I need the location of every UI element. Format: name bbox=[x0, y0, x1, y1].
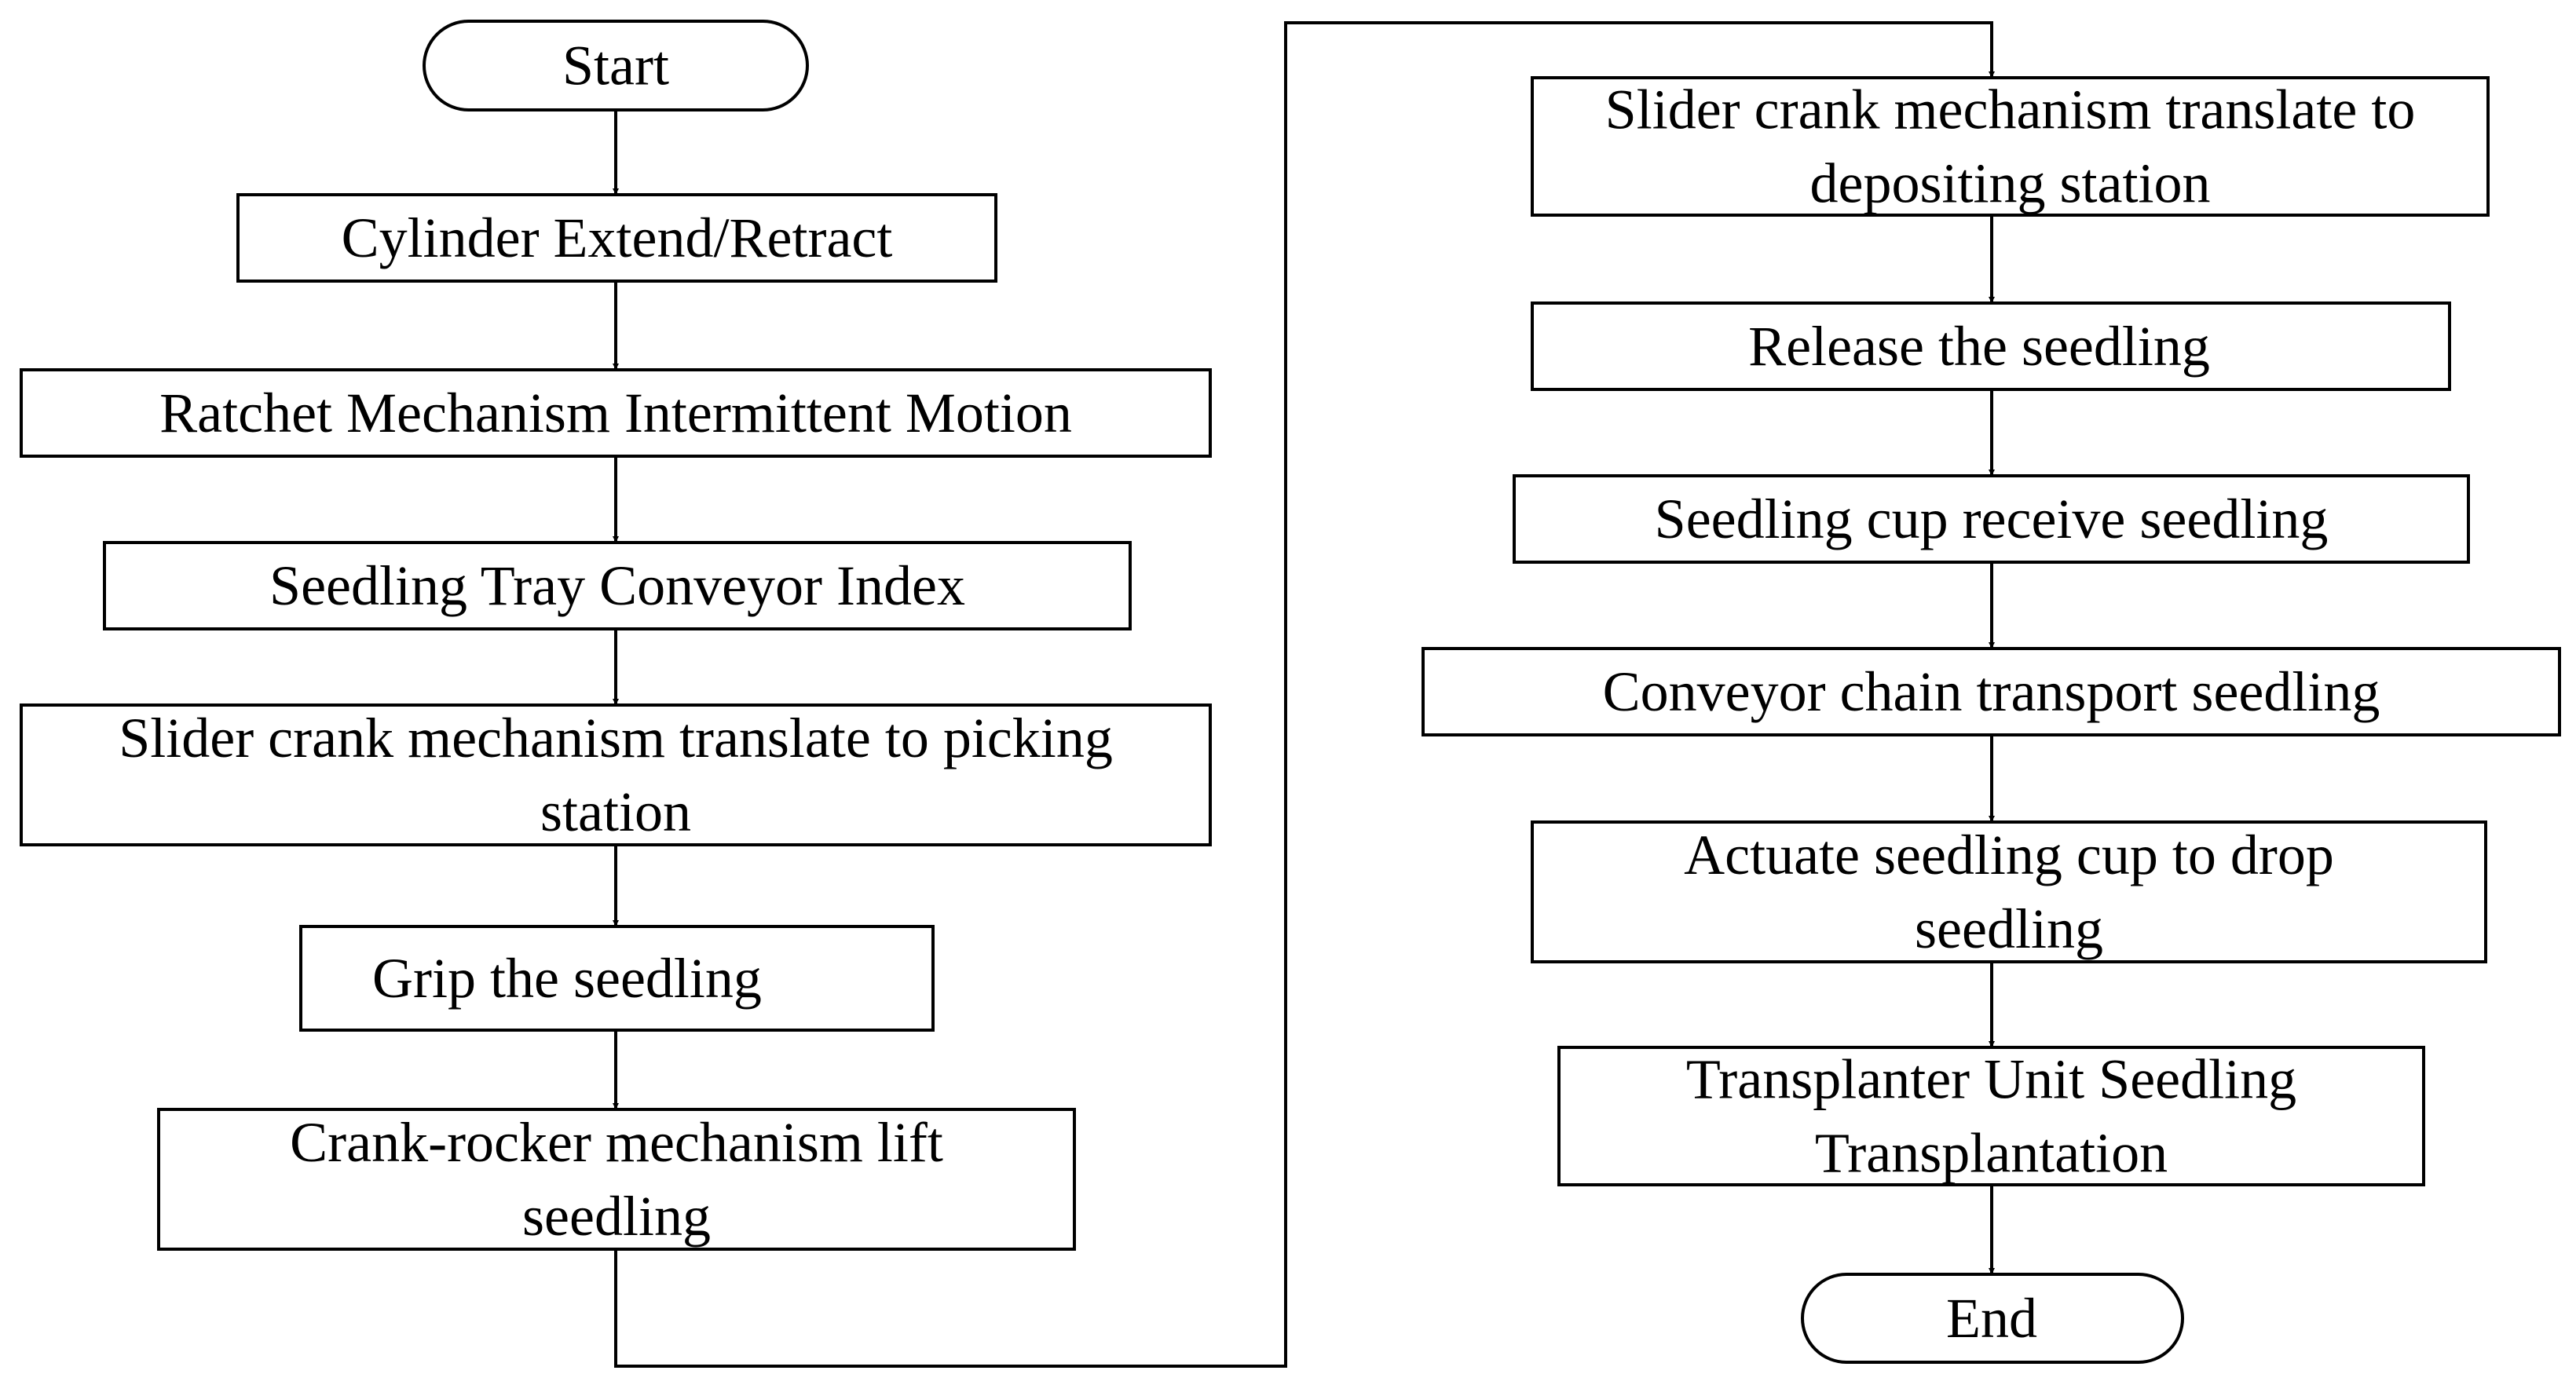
process-box-7 bbox=[1531, 76, 2490, 217]
process-step-4-label-line-1: Slider crank mechanism translate to pick… bbox=[119, 707, 1113, 769]
end-terminal-shape bbox=[1801, 1273, 2184, 1364]
elbow-connector bbox=[614, 21, 1995, 1368]
process-step-10: Conveyor chain transport seedling bbox=[1422, 647, 2561, 736]
process-step-2-label-line-1: Ratchet Mechanism Intermittent Motion bbox=[159, 382, 1072, 444]
process-step-11-label-line-1: Actuate seedling cup to drop bbox=[1684, 824, 2334, 886]
process-step-10-label-line-1: Conveyor chain transport seedling bbox=[1603, 660, 2380, 723]
process-step-3-label-line-1: Seedling Tray Conveyor Index bbox=[269, 554, 965, 617]
process-step-12-label-line-2: Transplantation bbox=[1815, 1122, 2168, 1185]
process-step-3: Seedling Tray Conveyor Index bbox=[103, 541, 1132, 630]
end-terminal: End bbox=[1801, 1273, 2184, 1364]
process-box-10 bbox=[1422, 647, 2561, 736]
process-step-1-label-line-1: Cylinder Extend/Retract bbox=[342, 206, 893, 269]
process-step-9: Seedling cup receive seedling bbox=[1513, 474, 2470, 564]
process-step-11-label-line-2: seedling bbox=[1915, 897, 2103, 960]
process-step-5: Grip the seedling bbox=[299, 925, 935, 1032]
start-terminal: Start bbox=[423, 20, 809, 111]
process-box-9 bbox=[1513, 474, 2470, 564]
start-label: Start bbox=[562, 35, 669, 97]
process-box-11 bbox=[1531, 820, 2487, 963]
process-box-3 bbox=[103, 541, 1132, 630]
process-box-8 bbox=[1531, 301, 2451, 391]
process-box-2 bbox=[20, 368, 1212, 458]
process-step-5-label-line-1: Grip the seedling bbox=[372, 947, 762, 1010]
process-step-12: Transplanter Unit SeedlingTransplantatio… bbox=[1557, 1046, 2425, 1186]
start-terminal-shape bbox=[423, 20, 809, 111]
process-step-4-label-line-2: station bbox=[540, 780, 691, 843]
process-step-6-label-line-1: Crank-rocker mechanism lift bbox=[290, 1111, 943, 1174]
process-step-6-label-line-2: seedling bbox=[522, 1185, 711, 1248]
process-step-8-label-line-1: Release the seedling bbox=[1748, 315, 2210, 378]
process-box-12 bbox=[1557, 1046, 2425, 1186]
process-step-9-label-line-1: Seedling cup receive seedling bbox=[1655, 488, 2329, 550]
process-step-7-label-line-2: depositing station bbox=[1810, 152, 2211, 215]
end-label: End bbox=[1946, 1287, 2037, 1350]
process-step-6: Crank-rocker mechanism lift seedling bbox=[157, 1108, 1076, 1251]
process-step-2: Ratchet Mechanism Intermittent Motion bbox=[20, 368, 1212, 458]
process-step-12-label-line-1: Transplanter Unit Seedling bbox=[1686, 1048, 2296, 1111]
process-box-5 bbox=[299, 925, 935, 1032]
process-step-1: Cylinder Extend/Retract bbox=[236, 193, 997, 283]
process-box-6 bbox=[157, 1108, 1076, 1251]
process-box-4 bbox=[20, 703, 1212, 846]
process-step-7-label-line-1: Slider crank mechanism translate to bbox=[1605, 79, 2416, 141]
process-step-7: Slider crank mechanism translate to depos… bbox=[1531, 76, 2490, 217]
process-step-4: Slider crank mechanism translate to pick… bbox=[20, 703, 1212, 846]
process-step-8: Release the seedling bbox=[1531, 301, 2451, 391]
process-box-1 bbox=[236, 193, 997, 283]
connectors bbox=[613, 21, 1995, 1368]
process-step-11: Actuate seedling cup to drop seedling bbox=[1531, 820, 2487, 963]
